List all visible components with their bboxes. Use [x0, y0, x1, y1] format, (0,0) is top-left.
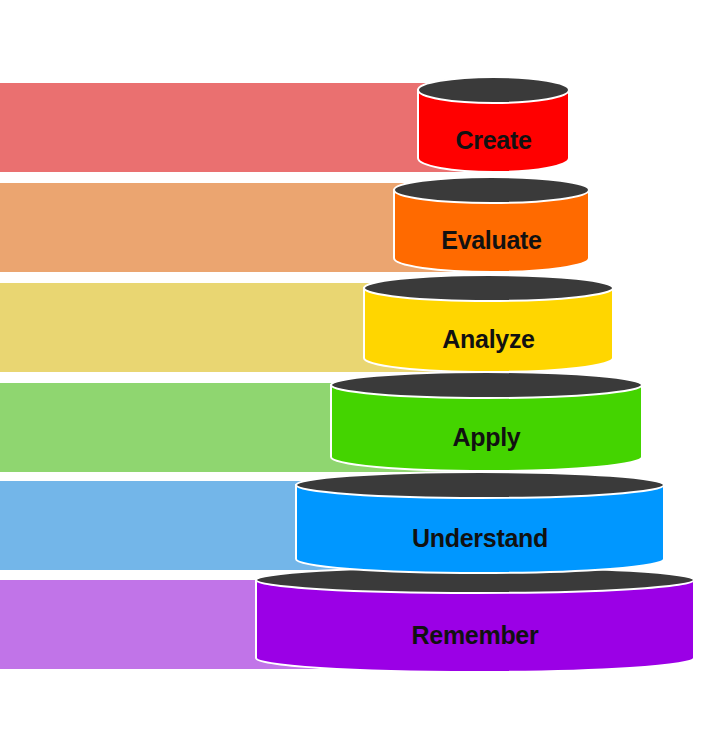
pyramid-tier: Apply [330, 371, 643, 471]
tier-label: Understand [412, 524, 548, 553]
tier-label-area: Evaluate [393, 216, 590, 265]
pyramid-tier: Understand [295, 471, 665, 573]
tier-label: Analyze [442, 325, 534, 354]
cylinder-top [394, 177, 589, 203]
tier-label: Apply [453, 423, 521, 452]
cylinder-shape [255, 566, 695, 672]
cylinder-shape [330, 371, 643, 471]
cylinder-shape [417, 76, 570, 172]
tier-label-area: Understand [295, 511, 665, 566]
cylinder-top [331, 372, 642, 398]
cylinder-top [418, 77, 569, 103]
pyramid-tier: Create [417, 76, 570, 172]
cylinder-top [296, 472, 664, 498]
tier-label-area: Analyze [363, 314, 614, 365]
pyramid-tier: Analyze [363, 274, 614, 372]
cylinder-top [256, 567, 694, 593]
cylinder-shape [363, 274, 614, 372]
cylinder-shape [295, 471, 665, 573]
pyramid-tier: Evaluate [393, 176, 590, 272]
tier-label: Evaluate [441, 226, 541, 255]
tier-label: Create [455, 126, 531, 155]
tier-label-area: Remember [255, 606, 695, 665]
tier-label-area: Apply [330, 411, 643, 464]
cylinder-shape [393, 176, 590, 272]
tier-label-area: Create [417, 116, 570, 165]
pyramid-tier: Remember [255, 566, 695, 672]
tier-label: Remember [412, 621, 539, 650]
cylinder-top [364, 275, 613, 301]
band [0, 83, 490, 172]
